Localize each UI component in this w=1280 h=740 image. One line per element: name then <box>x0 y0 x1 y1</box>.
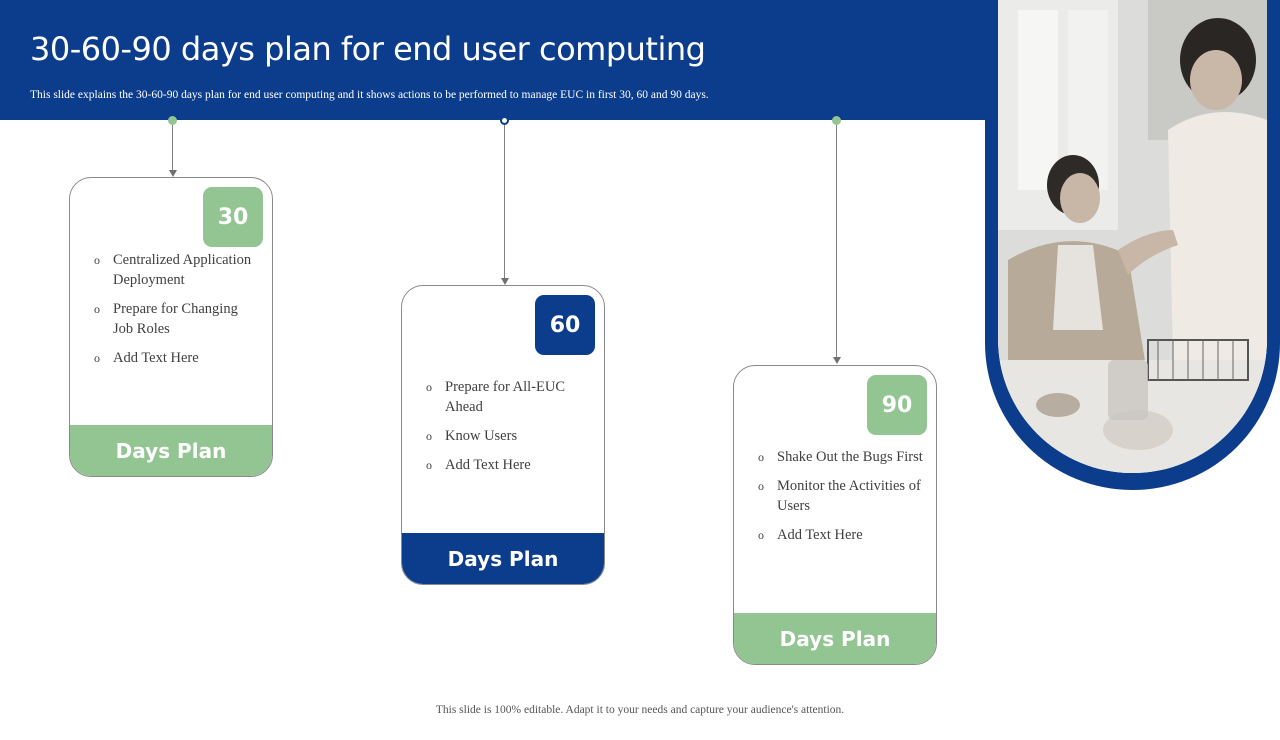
day-badge-90: 90 <box>867 375 927 435</box>
bullet-marker: o <box>758 479 764 493</box>
connector-dot-60 <box>500 116 509 125</box>
day-badge-30: 30 <box>203 187 263 247</box>
card-90-footer: Days Plan <box>734 613 936 664</box>
bullet-marker: o <box>426 429 432 443</box>
office-photo <box>998 0 1267 473</box>
bullet-marker: o <box>758 528 764 542</box>
connector-line-60 <box>504 125 505 279</box>
bullet-marker: o <box>94 351 100 365</box>
header-background <box>0 0 1000 120</box>
bullet-marker: o <box>426 380 432 394</box>
connector-dot-30 <box>168 116 177 125</box>
card-60-footer: Days Plan <box>402 533 604 584</box>
footer-note: This slide is 100% editable. Adapt it to… <box>435 704 845 716</box>
bullet-marker: o <box>426 458 432 472</box>
card-30-footer: Days Plan <box>70 425 272 476</box>
connector-arrow-90 <box>833 357 841 364</box>
page-title: 30-60-90 days plan for end user computin… <box>30 30 706 68</box>
connector-dot-90 <box>832 116 841 125</box>
bullet-marker: o <box>94 253 100 267</box>
connector-line-30 <box>172 125 173 171</box>
bullet-marker: o <box>758 450 764 464</box>
bullet-marker: o <box>94 302 100 316</box>
day-badge-60: 60 <box>535 295 595 355</box>
connector-arrow-60 <box>501 278 509 285</box>
connector-arrow-30 <box>169 170 177 177</box>
page-subtitle: This slide explains the 30-60-90 days pl… <box>30 89 709 101</box>
photo-frame <box>985 0 1280 490</box>
connector-line-90 <box>836 125 837 358</box>
